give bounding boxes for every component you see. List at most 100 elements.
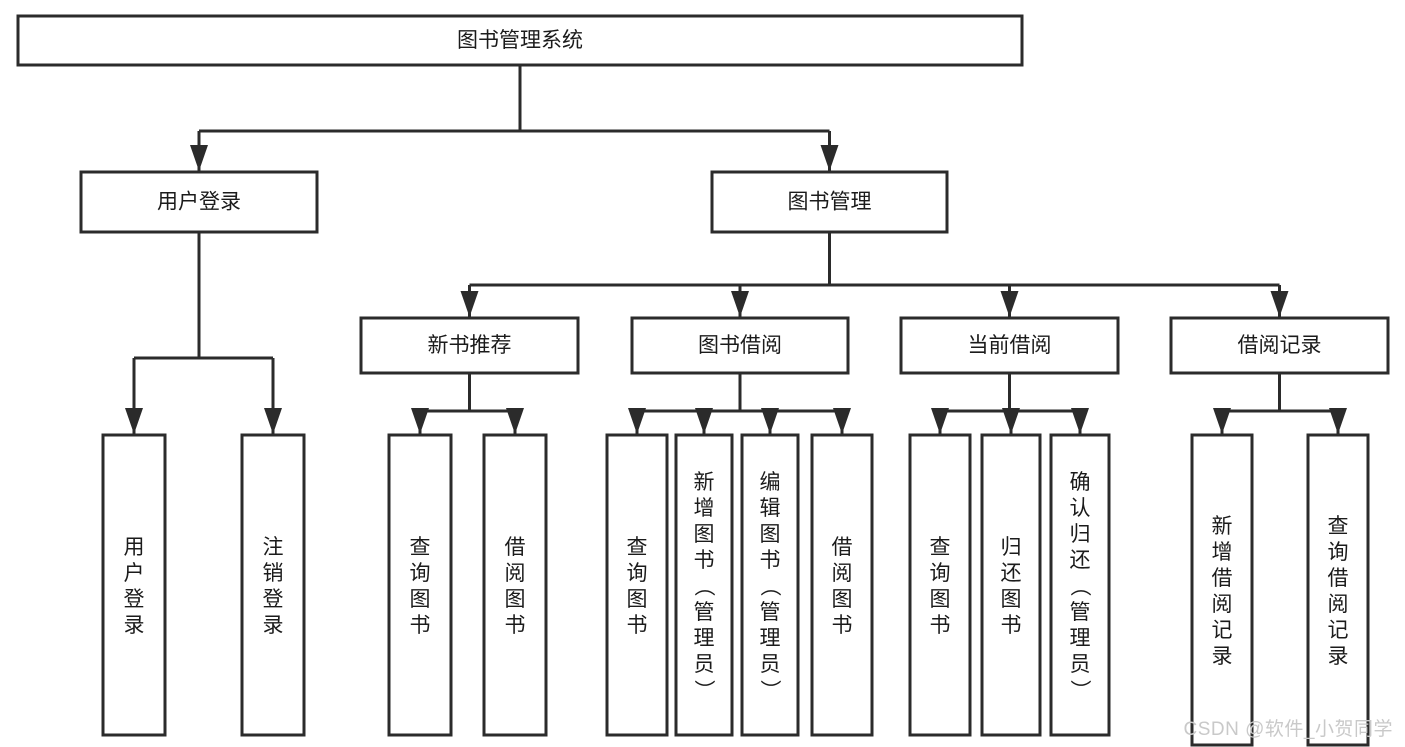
node-label-char: 借	[1212, 567, 1233, 590]
node-label-char: 辑	[760, 497, 781, 520]
node-label-char: （	[692, 576, 715, 597]
node-label-char: 增	[1212, 541, 1233, 564]
node-label-char: 询	[930, 562, 951, 585]
node-label-char: 录	[124, 614, 145, 637]
arrow-head-icon	[731, 291, 749, 317]
nodes-layer: 图书管理系统用户登录图书管理新书推荐图书借阅当前借阅借阅记录用户登录注销登录查询…	[16, 14, 1390, 747]
node-label-char: 查	[410, 536, 431, 559]
node-label-user-login: 用户登录	[157, 191, 241, 214]
node-label-char: 新	[694, 471, 715, 494]
node-label-char: 登	[124, 588, 145, 611]
arrow-head-icon	[190, 145, 208, 171]
arrow-head-icon	[820, 145, 839, 171]
node-box-leaf-query-borrow-record	[1306, 433, 1370, 747]
node-label-char: 图	[760, 523, 781, 546]
node-root[interactable]: 图书管理系统	[16, 14, 1024, 67]
node-label-char: 管	[1070, 601, 1091, 624]
node-box-leaf-borrow-book-1	[482, 433, 548, 737]
node-label-char: 认	[1070, 497, 1091, 520]
node-label-char: 图	[1001, 588, 1022, 611]
edge-group-current-borrow	[931, 373, 1089, 434]
node-label-char: 确	[1070, 471, 1091, 494]
node-label-char: 理	[1070, 627, 1091, 650]
node-box-leaf-edit-book-admin	[740, 433, 800, 737]
node-label-char: 查	[930, 536, 951, 559]
node-label-char: 图	[505, 588, 526, 611]
node-label-char: 记	[1212, 619, 1233, 642]
arrow-head-icon	[506, 408, 524, 434]
arrow-head-icon	[628, 408, 646, 434]
node-book-manage[interactable]: 图书管理	[710, 170, 949, 234]
arrow-head-icon	[1213, 408, 1231, 434]
node-label-char: 阅	[505, 562, 526, 585]
node-label-char: 登	[263, 588, 284, 611]
node-label-char: 书	[1001, 614, 1022, 637]
node-leaf-user-login[interactable]: 用户登录	[101, 433, 167, 737]
node-box-user-login	[79, 170, 319, 234]
arrow-head-icon	[833, 408, 851, 434]
node-label-char: 图	[410, 588, 431, 611]
node-label-char: ）	[692, 680, 715, 701]
node-box-leaf-return-book	[980, 433, 1042, 737]
node-label-char: （	[758, 576, 781, 597]
edge-group-user-login	[125, 232, 282, 434]
connectors-layer	[125, 65, 1347, 434]
node-label-char: 户	[124, 562, 145, 585]
edge-group-book-manage	[460, 232, 1289, 317]
node-user-login[interactable]: 用户登录	[79, 170, 319, 234]
node-label-char: 用	[124, 536, 145, 559]
arrow-head-icon	[695, 408, 713, 434]
node-borrow-record[interactable]: 借阅记录	[1169, 316, 1390, 375]
edge-group-borrow-record	[1213, 373, 1347, 434]
watermark-label: CSDN @软件_小贺同学	[1183, 719, 1393, 740]
arrow-head-icon	[1270, 291, 1289, 317]
arrow-head-icon	[761, 408, 779, 434]
node-label-char: 录	[263, 614, 284, 637]
node-box-leaf-query-book-3	[908, 433, 972, 737]
node-label-char: 归	[1001, 536, 1022, 559]
node-label-char: 图	[694, 523, 715, 546]
node-label-char: 书	[832, 614, 853, 637]
node-label-char: 记	[1328, 619, 1349, 642]
node-label-char: 书	[410, 614, 431, 637]
node-label-char: 员	[694, 653, 715, 676]
node-label-book-borrow: 图书借阅	[698, 334, 782, 357]
node-label-char: 图	[832, 588, 853, 611]
node-current-borrow[interactable]: 当前借阅	[899, 316, 1120, 375]
edge-group-root	[190, 65, 839, 171]
node-label-char: 还	[1070, 549, 1091, 572]
node-label-char: 书	[930, 614, 951, 637]
node-label-borrow-record: 借阅记录	[1238, 334, 1322, 357]
node-label-char: 借	[505, 536, 526, 559]
node-label-char: 还	[1001, 562, 1022, 585]
node-book-borrow[interactable]: 图书借阅	[630, 316, 850, 375]
node-box-leaf-confirm-return-admin	[1049, 433, 1111, 737]
arrow-head-icon	[264, 408, 282, 434]
node-label-char: 录	[1328, 645, 1349, 668]
node-label-book-manage: 图书管理	[788, 191, 872, 214]
node-label-char: ）	[758, 680, 781, 701]
node-label-char: 增	[694, 497, 715, 520]
node-box-book-borrow	[630, 316, 850, 375]
node-new-book-recommend[interactable]: 新书推荐	[359, 316, 580, 375]
node-label-char: 销	[263, 562, 284, 585]
arrow-head-icon	[1002, 408, 1020, 434]
node-label-char: 借	[832, 536, 853, 559]
node-label-char: 书	[505, 614, 526, 637]
node-label-char: 理	[694, 627, 715, 650]
node-label-char: 借	[1328, 567, 1349, 590]
node-label-current-borrow: 当前借阅	[968, 334, 1052, 357]
